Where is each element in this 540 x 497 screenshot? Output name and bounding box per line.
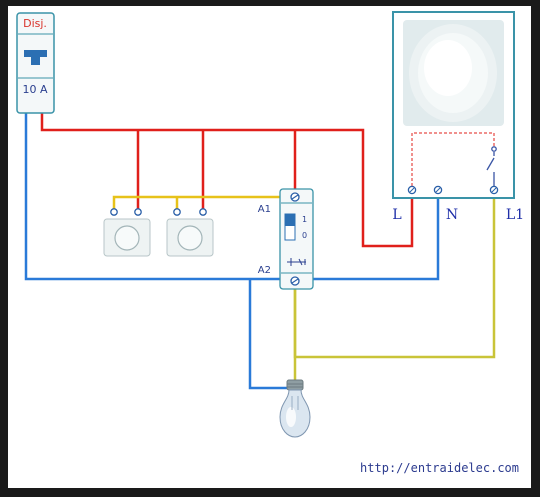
internal-link (411, 132, 495, 186)
push-button-icon[interactable] (177, 225, 203, 251)
breaker-toggle-icon[interactable] (24, 50, 47, 65)
timer-unit (392, 11, 515, 199)
terminal-screw (110, 208, 118, 216)
circuit-breaker: Disj. 10 A (16, 12, 55, 114)
coil-symbol-icon (287, 258, 306, 266)
terminal-screw (199, 208, 207, 216)
phase-wires (40, 113, 414, 248)
contact-switch-icon (486, 146, 497, 186)
relay-a1-label: A1 (258, 204, 271, 215)
impulse-relay: 1 0 A1 A2 (258, 188, 314, 290)
push-button-1[interactable] (103, 208, 151, 257)
push-button-icon[interactable] (114, 225, 140, 251)
relay-a2-label: A2 (258, 265, 271, 276)
source-url[interactable]: http://entraidelec.com (360, 461, 519, 475)
terminal-screw (173, 208, 181, 216)
terminal-screw (134, 208, 142, 216)
light-bulb-icon (279, 379, 311, 438)
breaker-rating: 10 A (22, 83, 47, 96)
terminal-l1-label: L1 (506, 207, 524, 223)
terminal-n-label: N (446, 207, 458, 223)
breaker-label: Disj. (23, 17, 47, 30)
relay-toggle-icon[interactable] (284, 213, 296, 241)
relay-pos-1: 1 (302, 215, 307, 224)
lamp-return-wires (293, 192, 496, 382)
push-button-2[interactable] (166, 208, 214, 257)
control-wires (112, 195, 295, 210)
terminal-l-label: L (392, 207, 401, 223)
relay-pos-0: 0 (302, 231, 307, 240)
neutral-wires (24, 113, 440, 390)
